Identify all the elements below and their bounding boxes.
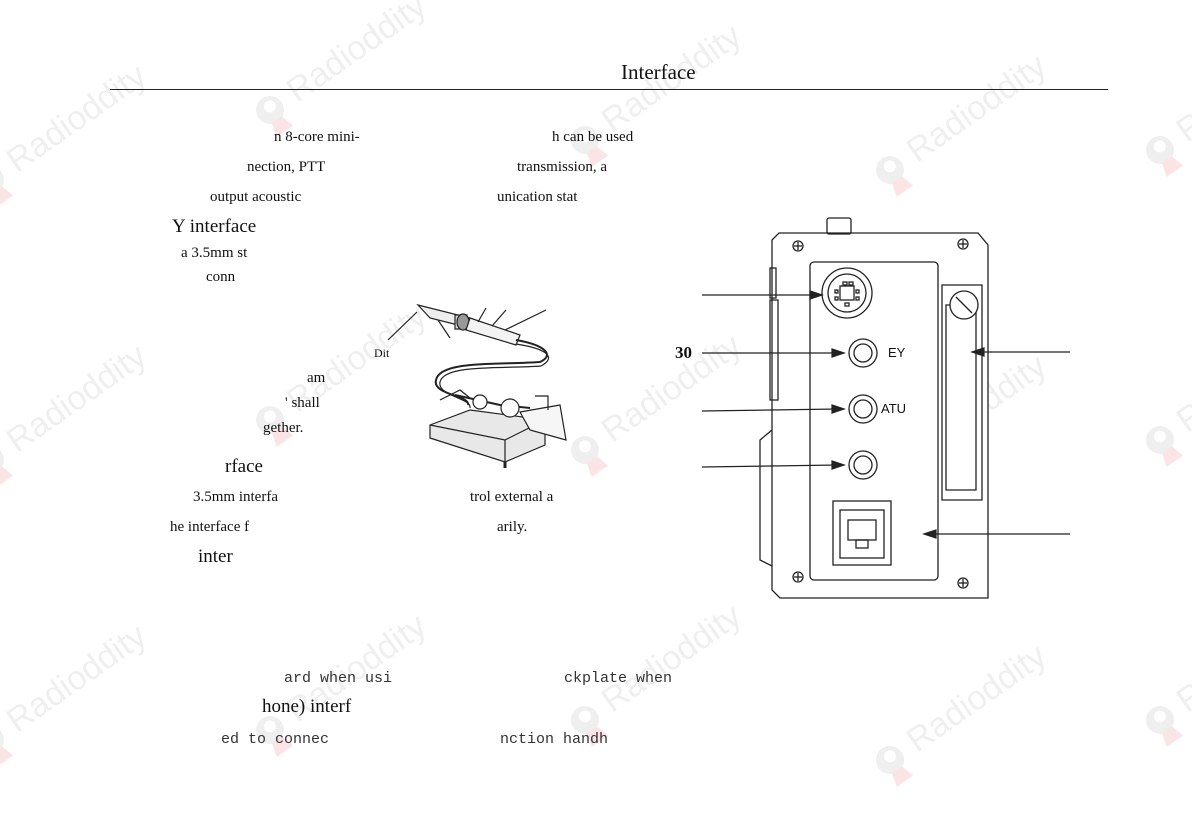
body-text: arily.	[497, 519, 528, 535]
section-heading-phone: hone) interf	[262, 696, 352, 717]
body-text: ' shall	[285, 395, 320, 411]
body-text: 3.5mm interfa	[193, 489, 278, 505]
body-text: he interface f	[170, 519, 250, 535]
body-text: n 8-core mini-	[274, 129, 360, 145]
body-text: a 3.5mm st	[181, 245, 248, 261]
body-text: nection, PTT	[247, 159, 326, 175]
body-text-mono: ed to connec	[221, 731, 330, 748]
body-text: am	[307, 370, 326, 386]
atu-port-label: ATU	[881, 401, 907, 416]
atu-jack-icon	[848, 394, 878, 424]
key-port-label: EY	[888, 345, 906, 360]
callout-arrows	[701, 290, 1070, 539]
body-text: gether.	[263, 420, 304, 436]
body-text: transmission, a	[517, 159, 607, 175]
body-text-mono: nction handh	[500, 731, 609, 748]
body-text: output acoustic	[210, 189, 302, 205]
body-text: unication stat	[497, 189, 578, 205]
morse-key-illustration	[387, 303, 567, 468]
radio-back-panel	[759, 217, 989, 599]
screw-icons	[792, 238, 969, 589]
key-jack-icon	[848, 338, 878, 368]
acc-din-connector-icon	[821, 267, 873, 319]
header-rule	[110, 89, 1108, 90]
section-heading-3: inter	[198, 546, 233, 567]
body-text-mono: ard when usi	[284, 670, 393, 687]
body-text: h can be used	[552, 129, 634, 145]
callout-number: 30	[675, 343, 692, 362]
third-jack-icon	[848, 450, 878, 480]
section-heading-atu: rface	[225, 456, 263, 477]
body-text: trol external a	[470, 489, 554, 505]
body-text: conn	[206, 269, 236, 285]
page-title: Interface	[621, 60, 696, 84]
body-text-mono: ckplate when	[564, 670, 673, 687]
rj45-port-icon	[832, 500, 892, 566]
dit-label: Dit	[374, 346, 390, 360]
section-heading-key: Y interface	[172, 216, 257, 237]
